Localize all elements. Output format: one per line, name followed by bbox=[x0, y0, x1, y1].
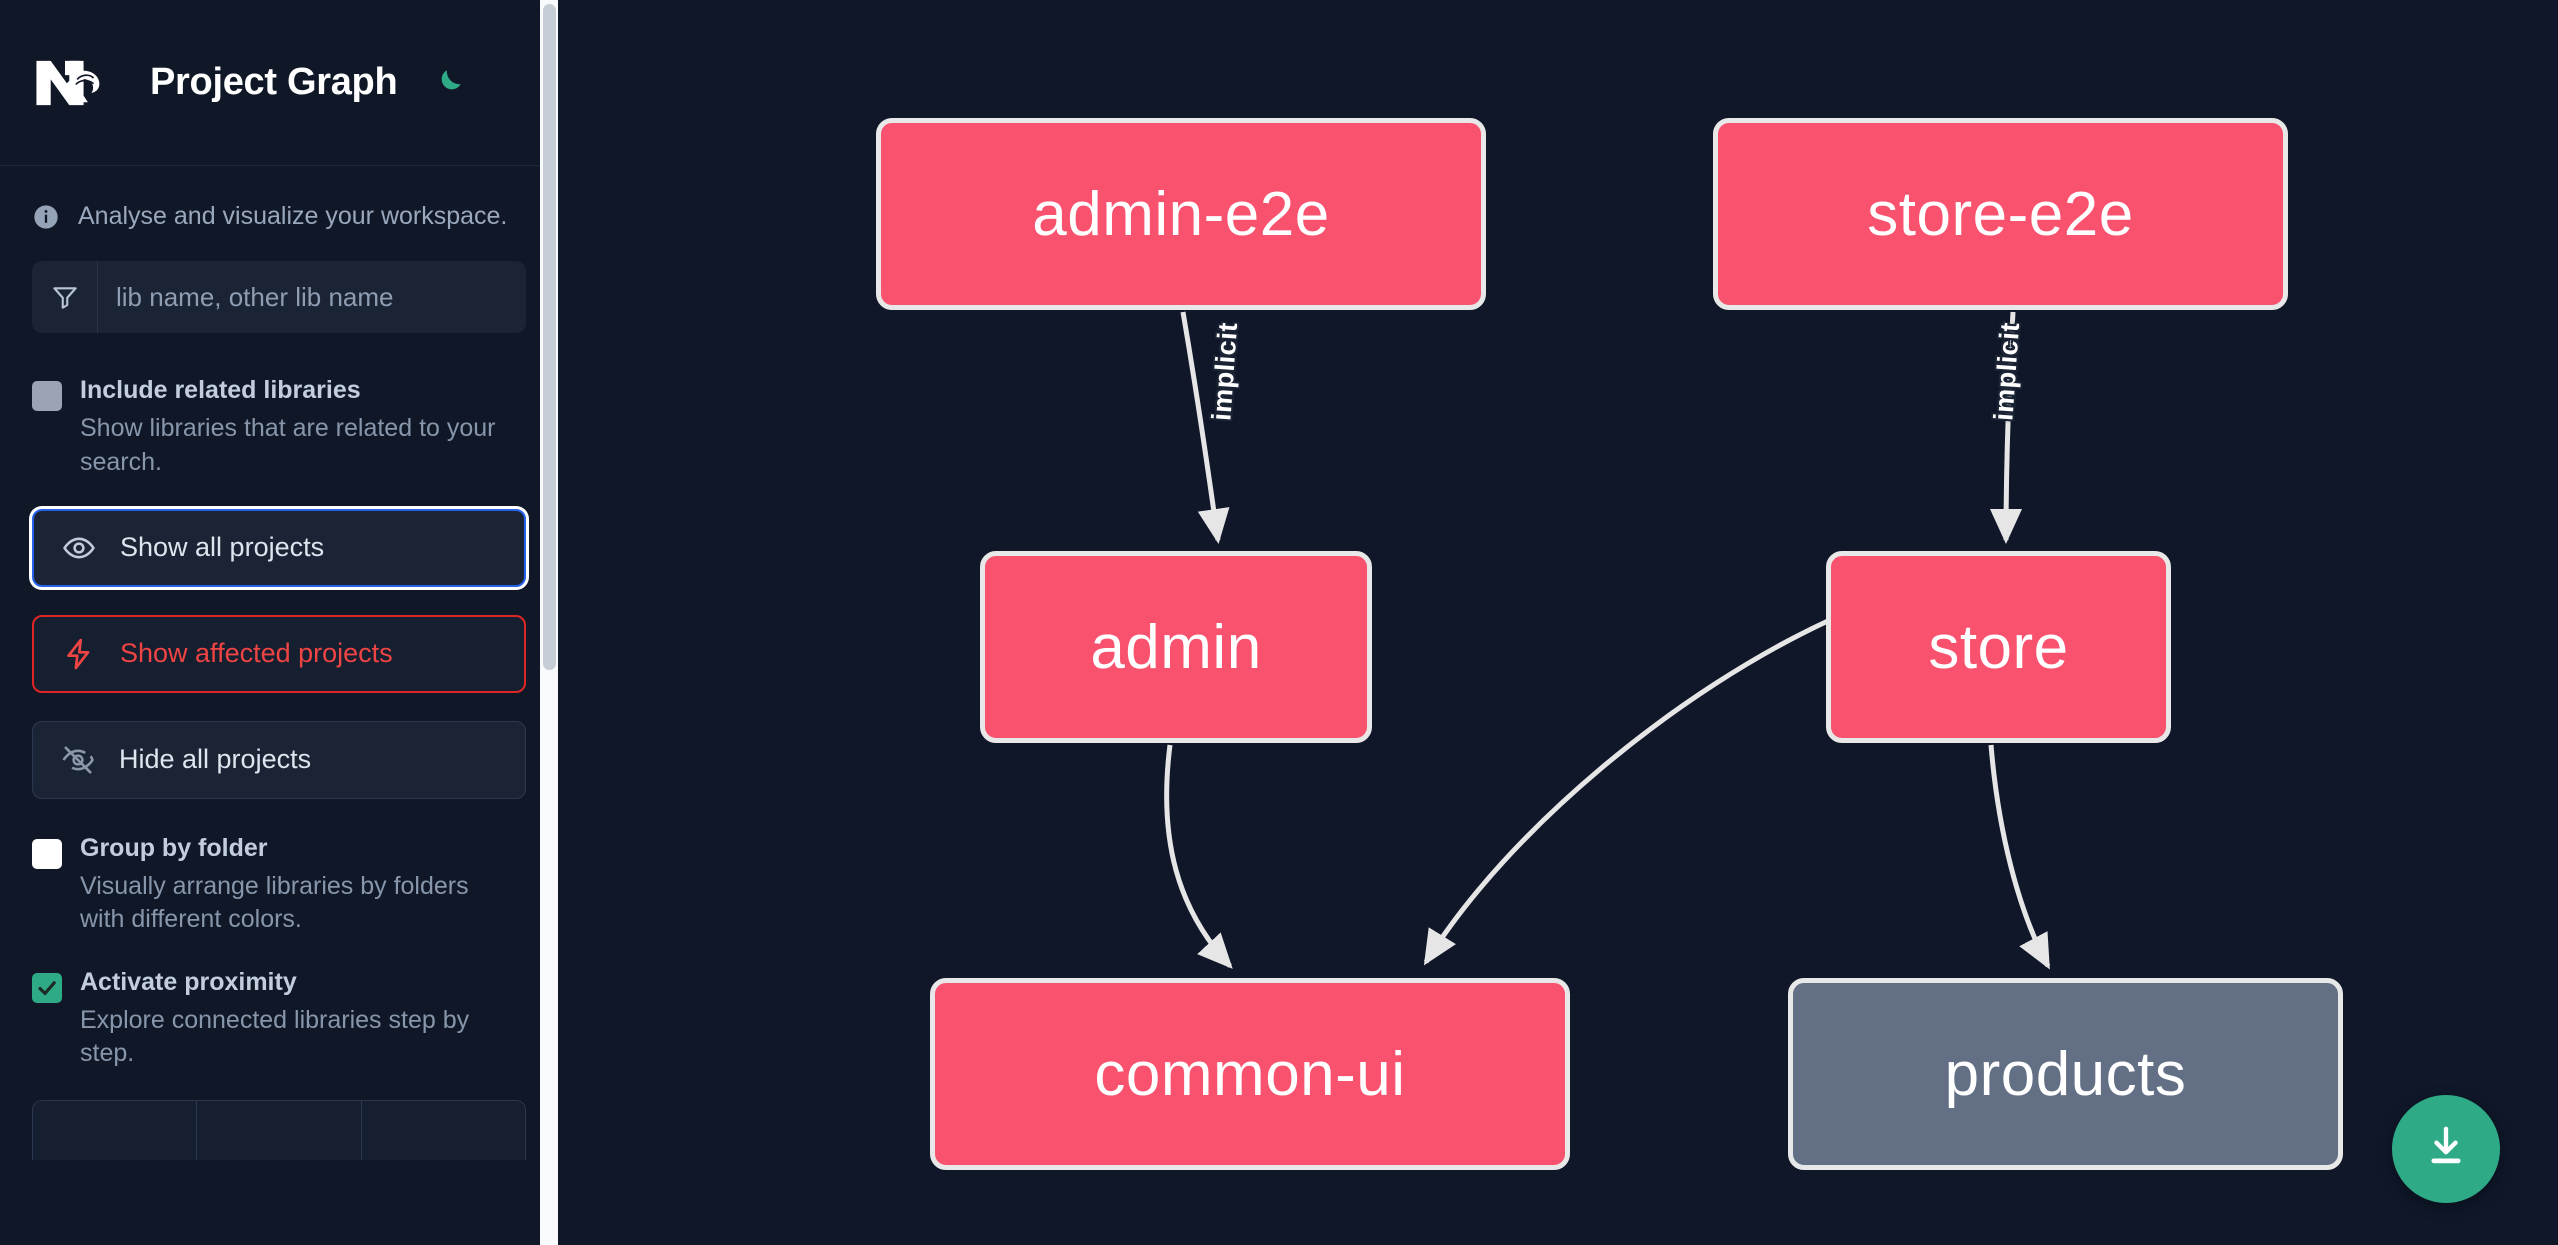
show-affected-projects-button[interactable]: Show affected projects bbox=[32, 614, 526, 693]
graph-node-admin-e2e[interactable]: admin-e2e bbox=[876, 118, 1486, 310]
download-graph-button[interactable] bbox=[2392, 1095, 2500, 1203]
checkbox-include-related-libraries[interactable] bbox=[32, 381, 62, 411]
option-activate-proximity[interactable]: Activate proximity Explore connected lib… bbox=[32, 967, 526, 1071]
filter-icon bbox=[32, 261, 98, 333]
checkbox-activate-proximity[interactable] bbox=[32, 972, 62, 1003]
hide-all-projects-button[interactable]: Hide all projects bbox=[32, 720, 526, 799]
graph-node-label: store-e2e bbox=[1867, 179, 2134, 249]
sidebar-body: Include related libraries Show libraries… bbox=[0, 261, 558, 1070]
checkbox-group-by-folder[interactable] bbox=[32, 838, 62, 869]
eye-icon bbox=[60, 529, 98, 567]
option-description: Show libraries that are related to your … bbox=[80, 414, 496, 476]
option-description: Explore connected libraries step by step… bbox=[80, 1005, 470, 1067]
graph-node-label: admin-e2e bbox=[1032, 179, 1330, 249]
segment-1[interactable] bbox=[33, 1101, 198, 1161]
graph-node-store-e2e[interactable]: store-e2e bbox=[1713, 118, 2288, 310]
graph-node-store[interactable]: store bbox=[1826, 551, 2171, 743]
option-description: Visually arrange libraries by folders wi… bbox=[80, 872, 469, 934]
graph-node-label: store bbox=[1928, 612, 2069, 682]
option-label: Include related libraries bbox=[80, 376, 361, 404]
graph-node-label: products bbox=[1944, 1039, 2187, 1109]
sidebar-scrollbar-track[interactable] bbox=[540, 0, 558, 1245]
show-affected-projects-label: Show affected projects bbox=[120, 638, 393, 669]
graph-node-label: admin bbox=[1090, 612, 1262, 682]
hide-all-projects-label: Hide all projects bbox=[119, 744, 312, 775]
segmented-button-group-wrap bbox=[0, 1100, 558, 1161]
option-group-by-folder[interactable]: Group by folder Visually arrange librari… bbox=[32, 833, 526, 937]
workspace-info: Analyse and visualize your workspace. bbox=[0, 166, 558, 261]
lightning-icon bbox=[60, 635, 98, 673]
sidebar-header: Project Graph bbox=[0, 0, 558, 166]
graph-node-common-ui[interactable]: common-ui bbox=[930, 978, 1570, 1170]
download-icon bbox=[2420, 1121, 2472, 1178]
show-all-projects-label: Show all projects bbox=[120, 532, 325, 563]
sidebar: Project Graph Analyse and visualize your… bbox=[0, 0, 558, 1245]
nx-logo bbox=[32, 58, 118, 108]
graph-node-products[interactable]: products bbox=[1788, 978, 2343, 1170]
option-label: Group by folder bbox=[80, 833, 268, 862]
search-box[interactable] bbox=[32, 261, 526, 333]
info-icon bbox=[32, 203, 60, 231]
segmented-button-group[interactable] bbox=[32, 1100, 526, 1161]
option-include-related-libraries[interactable]: Include related libraries Show libraries… bbox=[32, 375, 526, 479]
segment-2[interactable] bbox=[197, 1101, 362, 1161]
sidebar-scrollbar-thumb[interactable] bbox=[543, 4, 556, 670]
page-title: Project Graph bbox=[150, 61, 398, 103]
graph-node-admin[interactable]: admin bbox=[980, 551, 1372, 743]
option-label: Activate proximity bbox=[80, 967, 297, 996]
moon-icon[interactable] bbox=[427, 62, 469, 104]
graph-edges bbox=[1164, 311, 2051, 970]
workspace-info-text: Analyse and visualize your workspace. bbox=[78, 202, 508, 230]
graph-canvas[interactable]: admin-e2e store-e2e admin store common-u… bbox=[558, 0, 2558, 1245]
eye-off-icon bbox=[59, 741, 97, 779]
segment-3[interactable] bbox=[361, 1101, 525, 1161]
graph-node-label: common-ui bbox=[1094, 1039, 1406, 1109]
show-all-projects-button[interactable]: Show all projects bbox=[32, 508, 526, 587]
search-input[interactable] bbox=[98, 261, 526, 333]
